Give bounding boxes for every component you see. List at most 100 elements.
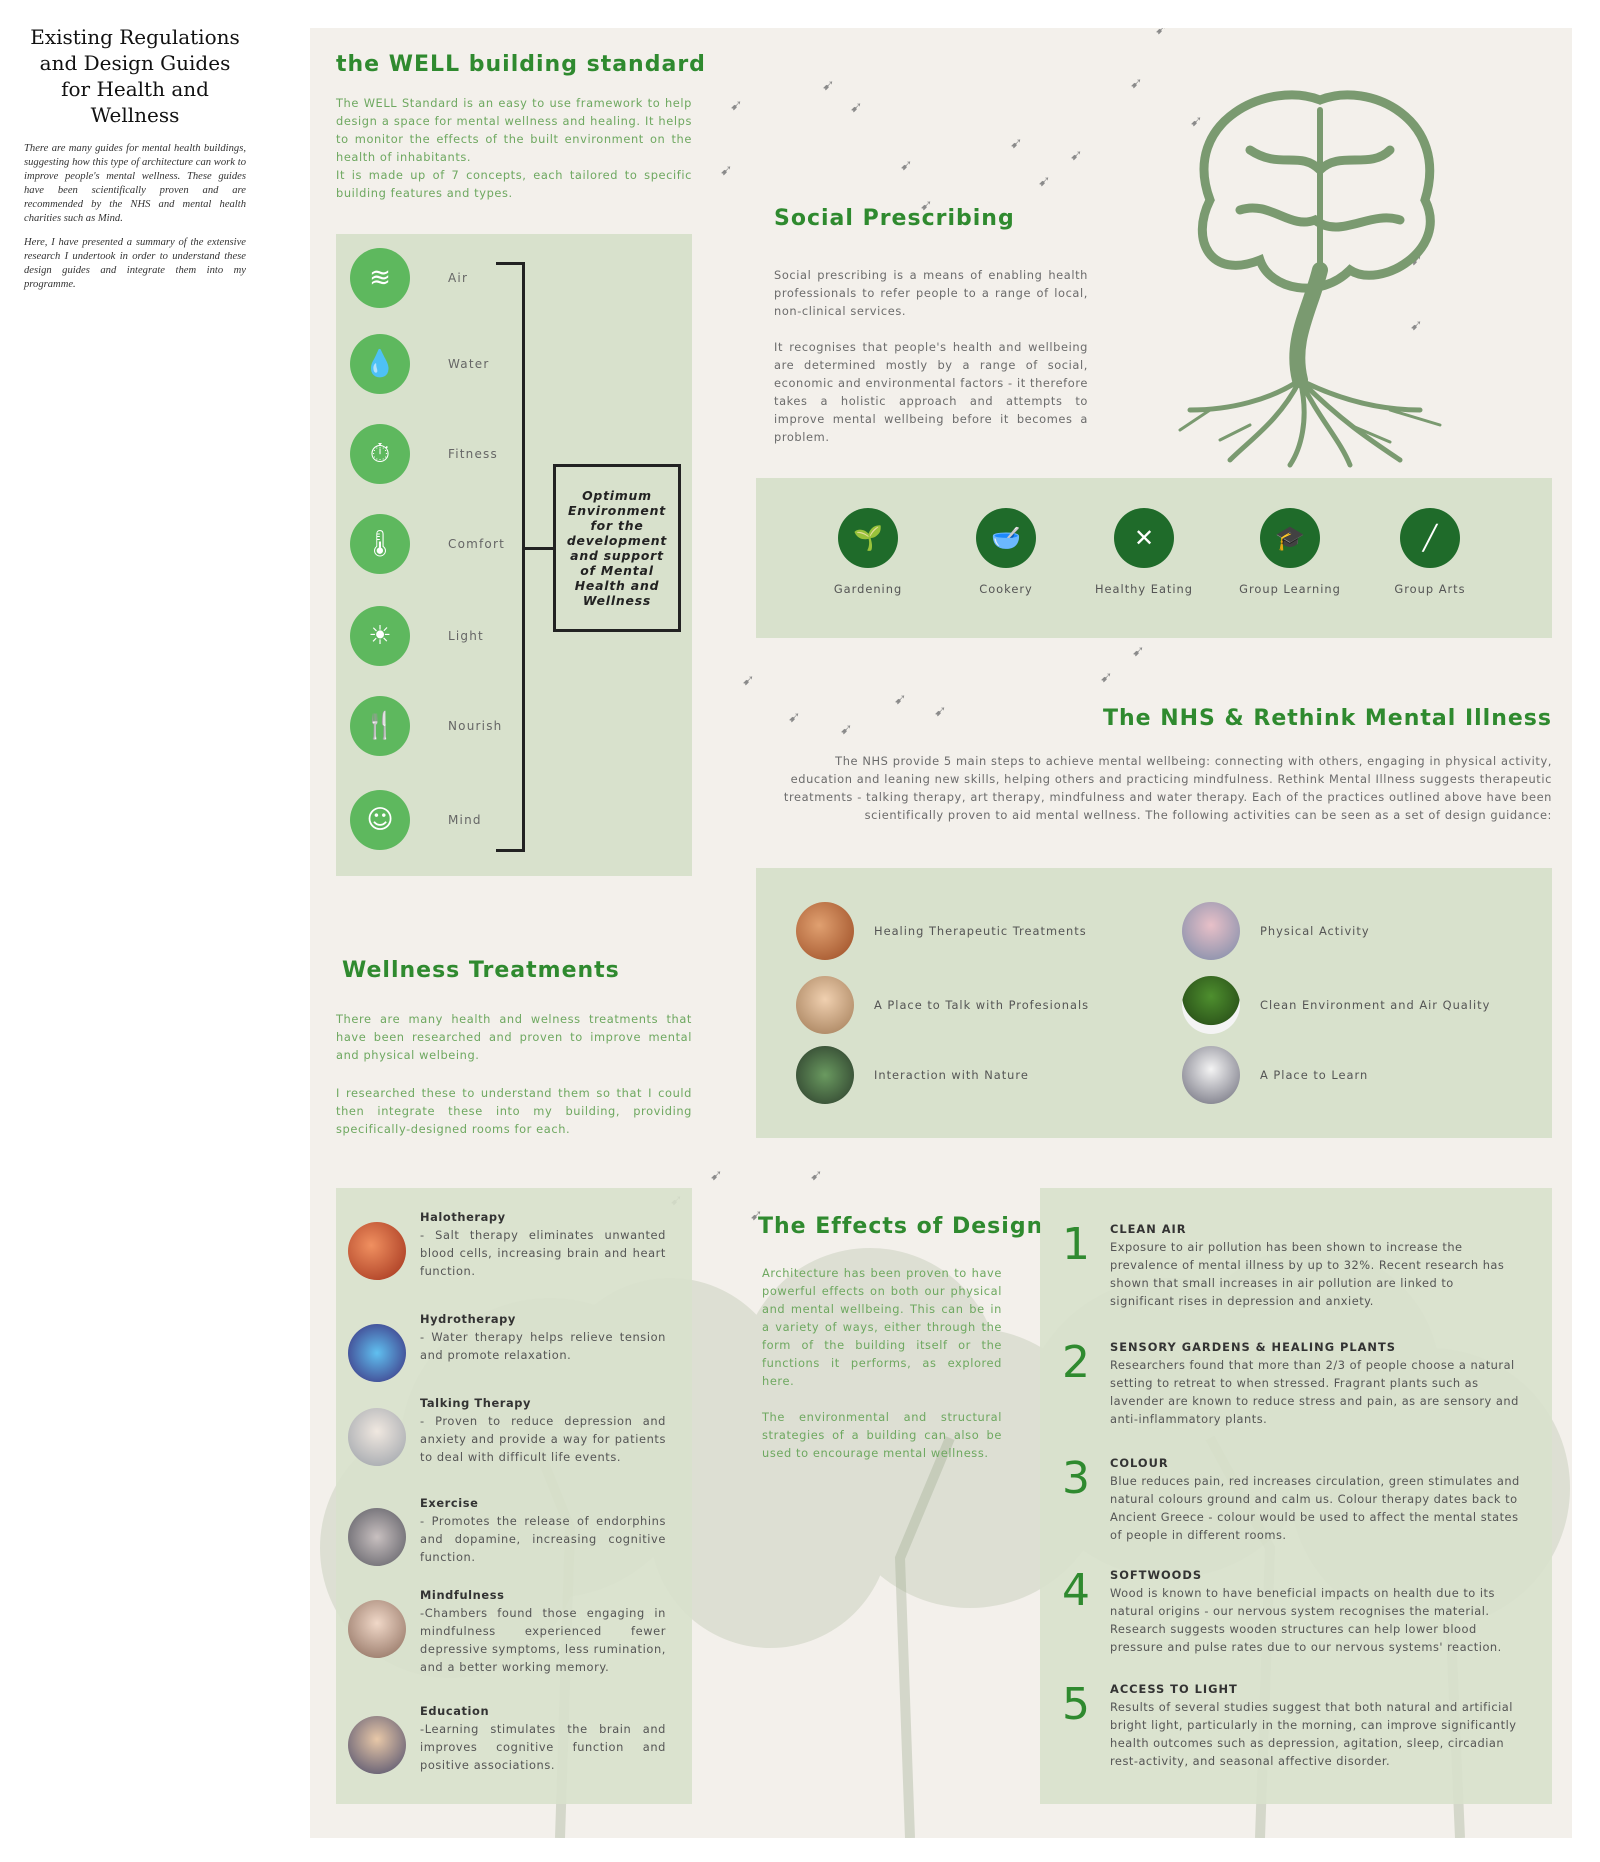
well-paragraph-2: It is made up of 7 concepts, each tailor…	[336, 168, 692, 200]
activity-healthy-eating: ✕ Healthy Eating	[1084, 508, 1204, 596]
activity-label: Group Arts	[1394, 582, 1466, 596]
guidance-item: A Place to Learn	[1182, 1046, 1368, 1104]
bracket-line	[522, 262, 525, 852]
concept-light: ☀ Light	[350, 606, 484, 666]
talking-therapy-photo	[348, 1408, 406, 1466]
effect-item: 4 SOFTWOODS Wood is known to have benefic…	[1062, 1568, 1522, 1656]
paintbrush-icon: ╱	[1400, 508, 1460, 568]
activity-group-learning: 🎓 Group Learning	[1230, 508, 1350, 596]
effect-description: Exposure to air pollution has been shown…	[1110, 1240, 1505, 1308]
social-paragraph-1: Social prescribing is a means of enablin…	[774, 268, 1088, 318]
guidance-item: Clean Environment and Air Quality	[1182, 976, 1490, 1034]
effects-title: The Effects of Design	[758, 1214, 1044, 1239]
well-concepts-panel: ≋ Air 💧 Water ⏱ Fitness 🌡 Comfort ☀ Ligh…	[336, 234, 692, 876]
effect-title: ACCESS TO LIGHT	[1110, 1682, 1238, 1696]
effects-panel: 1 CLEAN AIR Exposure to air pollution has…	[1040, 1188, 1552, 1804]
guidance-item: A Place to Talk with Profesionals	[796, 976, 1089, 1034]
stopwatch-icon: ⏱	[350, 424, 410, 484]
well-paragraph-1: The WELL Standard is an easy to use fram…	[336, 96, 692, 164]
treatment-item: Talking Therapy - Proven to reduce depres…	[348, 1394, 666, 1466]
concept-water: 💧 Water	[350, 334, 489, 394]
wellness-paragraph-1: There are many health and welness treatm…	[336, 1012, 692, 1062]
side-caption: Existing Regulations and Design Guides f…	[24, 24, 246, 292]
treatment-description: - Salt therapy eliminates unwanted blood…	[420, 1228, 666, 1278]
effect-title: CLEAN AIR	[1110, 1222, 1187, 1236]
fork-knife-icon: ✕	[1114, 508, 1174, 568]
activity-cookery: 🥣 Cookery	[946, 508, 1066, 596]
nhs-paragraph: The NHS provide 5 main steps to achieve …	[783, 754, 1552, 822]
guidance-label: A Place to Learn	[1260, 1068, 1369, 1082]
social-activities-panel: 🌱 Gardening 🥣 Cookery ✕ Healthy Eating 🎓…	[756, 478, 1552, 638]
learning-group-photo	[1182, 1046, 1240, 1104]
effect-item: 2 SENSORY GARDENS & HEALING PLANTS Resear…	[1062, 1340, 1522, 1428]
treatment-name: Talking Therapy	[420, 1396, 532, 1410]
halotherapy-photo	[348, 1222, 406, 1280]
wind-icon: ≋	[350, 248, 410, 308]
plant-hand-icon: 🌱	[838, 508, 898, 568]
therapy-room-photo	[796, 902, 854, 960]
guidance-label: Physical Activity	[1260, 924, 1370, 938]
treatment-name: Exercise	[420, 1496, 479, 1510]
exercise-photo	[348, 1508, 406, 1566]
guidance-label: Clean Environment and Air Quality	[1260, 998, 1491, 1012]
effect-item: 1 CLEAN AIR Exposure to air pollution has…	[1062, 1222, 1522, 1310]
effect-title: SENSORY GARDENS & HEALING PLANTS	[1110, 1340, 1396, 1354]
sun-icon: ☀	[350, 606, 410, 666]
water-drop-icon: 💧	[350, 334, 410, 394]
graduation-cap-icon: 🎓	[1260, 508, 1320, 568]
bracket-top	[496, 262, 525, 265]
effect-description: Wood is known to have beneficial impacts…	[1110, 1586, 1502, 1654]
optimum-environment-box: Optimum Environment for the development …	[553, 464, 681, 632]
treatments-panel: Halotherapy - Salt therapy eliminates unw…	[336, 1188, 692, 1804]
treatment-description: - Promotes the release of endorphins and…	[420, 1514, 666, 1564]
guidance-item: Interaction with Nature	[796, 1046, 1029, 1104]
social-paragraph-2: It recognises that people's health and w…	[774, 340, 1088, 444]
effect-number: 2	[1062, 1337, 1090, 1388]
treatment-name: Halotherapy	[420, 1210, 506, 1224]
effect-number: 4	[1062, 1565, 1090, 1616]
treatment-description: -Chambers found those engaging in mindfu…	[420, 1606, 666, 1674]
summary-paragraph: Here, I have presented a summary of the …	[24, 237, 246, 290]
concept-label: Comfort	[448, 537, 506, 551]
concept-nourish: 🍴 Nourish	[350, 696, 502, 756]
thermometer-icon: 🌡	[350, 514, 410, 574]
activity-label: Cookery	[979, 582, 1033, 596]
guidance-item: Physical Activity	[1182, 902, 1370, 960]
effect-title: SOFTWOODS	[1110, 1568, 1203, 1582]
treatment-description: - Water therapy helps relieve tension an…	[420, 1330, 666, 1362]
effect-number: 3	[1062, 1453, 1090, 1504]
treatment-name: Mindfulness	[420, 1588, 505, 1602]
social-title: Social Prescribing	[774, 206, 1015, 231]
effect-description: Researchers found that more than 2/3 of …	[1110, 1358, 1519, 1426]
poster-board: ➹ ➹ ➹ ➹ ➹ ➹ ➹ ➹ ➹ ➹ ➹ ➹ ➹ ➹ ➹ ➹ ➹ ➹ ➹ ➹ …	[310, 28, 1572, 1838]
concept-label: Air	[448, 271, 469, 285]
concept-label: Nourish	[448, 719, 503, 733]
tree-photo	[1182, 976, 1240, 1034]
bracket-connector	[522, 547, 553, 550]
activity-label: Group Learning	[1239, 582, 1341, 596]
mindfulness-photo	[348, 1600, 406, 1658]
concept-mind: ☺ Mind	[350, 790, 482, 850]
concept-label: Mind	[448, 813, 482, 827]
nhs-title: The NHS & Rethink Mental Illness	[1102, 706, 1552, 731]
treatment-item: Hydrotherapy- Water therapy helps reliev…	[348, 1310, 666, 1382]
effect-title: COLOUR	[1110, 1456, 1169, 1470]
nature-interior-photo	[796, 1046, 854, 1104]
head-icon: ☺	[350, 790, 410, 850]
treatment-item: Mindfulness -Chambers found those engagin…	[348, 1586, 666, 1676]
concept-label: Water	[448, 357, 490, 371]
concept-comfort: 🌡 Comfort	[350, 514, 505, 574]
cutlery-icon: 🍴	[350, 696, 410, 756]
effect-number: 1	[1062, 1219, 1090, 1270]
education-photo	[348, 1716, 406, 1774]
treatment-description: - Proven to reduce depression and anxiet…	[420, 1414, 666, 1464]
concept-label: Light	[448, 629, 484, 643]
effects-paragraph-2: The environmental and structural strateg…	[762, 1410, 1002, 1460]
exercise-class-photo	[1182, 902, 1240, 960]
intro-paragraph: There are many guides for mental health …	[24, 143, 246, 224]
activity-group-arts: ╱ Group Arts	[1370, 508, 1490, 596]
effects-paragraph-1: Architecture has been proven to have pow…	[762, 1266, 1002, 1388]
activity-label: Gardening	[833, 582, 903, 596]
